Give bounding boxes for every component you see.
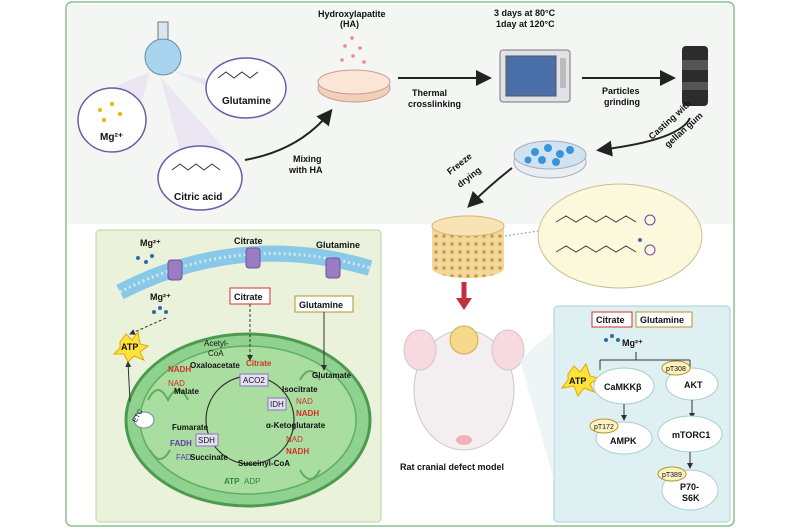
- sdh-label: SDH: [198, 436, 215, 445]
- thermal-label-1: Thermal: [412, 88, 447, 98]
- ha-dish: [317, 36, 391, 103]
- mtorc1-label: mTORC1: [672, 430, 710, 440]
- malate-label: Malate: [174, 387, 199, 396]
- scaffold: [431, 215, 505, 278]
- fadh-label: FADH: [170, 439, 192, 448]
- p70-label-2: S6K: [682, 493, 700, 503]
- sig-atp-star: [560, 362, 600, 398]
- akg-label: α-Ketoglutarate: [266, 421, 326, 430]
- sig-atp-label: ATP: [569, 376, 586, 386]
- rat: [403, 325, 525, 451]
- sig-mg-label: Mg²⁺: [622, 338, 643, 348]
- mg-label: Mg²⁺: [100, 132, 123, 143]
- pt308-label: pT308: [666, 366, 686, 373]
- flask: [144, 21, 182, 76]
- atp-star: [112, 330, 150, 363]
- citric-bubble: Citric acid: [157, 145, 243, 211]
- isocitrate-label: Isocitrate: [282, 385, 318, 394]
- nadh-label-3: NADH: [286, 447, 309, 456]
- mg-top-label: Mg²⁺: [140, 238, 161, 248]
- p70-label-1: P70-: [680, 482, 699, 492]
- oven-label-2: 1day at 120°C: [496, 19, 555, 29]
- atp-label: ATP: [121, 342, 138, 352]
- sig-glutamine-box: [635, 311, 693, 328]
- citrate-box-label: Citrate: [234, 292, 263, 302]
- idh-label: IDH: [270, 400, 284, 409]
- polymer-structure: [504, 183, 703, 289]
- mixing-arrow: [244, 108, 333, 161]
- grinding-label-2: grinding: [604, 97, 640, 107]
- pt172-label: pT172: [594, 424, 614, 431]
- oven: [499, 49, 571, 103]
- mixing-label-1: Mixing: [293, 154, 322, 164]
- ha-label-2: (HA): [340, 19, 359, 29]
- citrate-channel: [245, 247, 261, 269]
- camkk-label: CaMKKβ: [604, 382, 642, 392]
- sig-citrate-box: [591, 311, 633, 328]
- acetyl-label-2: CoA: [208, 349, 224, 358]
- atp2-label: ATP: [224, 477, 240, 486]
- citrate-red-label: Citrate: [246, 359, 272, 368]
- etc-icon: [133, 411, 155, 429]
- glutamine-bubble: Glutamine: [205, 57, 287, 119]
- grinding-label-1: Particles: [602, 86, 640, 96]
- rat-label: Rat cranial defect model: [400, 462, 504, 472]
- mg-bubble: Mg²⁺: [77, 87, 147, 153]
- glutamine-channel: [325, 257, 341, 279]
- oven-label-1: 3 days at 80°C: [494, 8, 556, 18]
- pt389-label: pT389: [662, 472, 682, 479]
- nadh-label-2: NADH: [296, 409, 319, 418]
- adp-label: ADP: [244, 477, 260, 486]
- mg-channel: [167, 259, 183, 281]
- freeze-arrow: [467, 167, 513, 208]
- glutamine-box-label: Glutamine: [299, 300, 343, 310]
- sig-glutamine-label: Glutamine: [640, 315, 684, 325]
- succinate-label: Succinate: [190, 453, 228, 462]
- aco2-label: ACO2: [243, 376, 265, 385]
- citric-label: Citric acid: [174, 192, 222, 203]
- citrate-top-label: Citrate: [234, 236, 263, 246]
- fad-label: FAD: [176, 453, 192, 462]
- nad-label-2: NAD: [296, 397, 313, 406]
- glutamate-label: Glutamate: [312, 371, 352, 380]
- glutamine-label: Glutamine: [222, 96, 271, 107]
- mixing-label-2: with HA: [288, 165, 323, 175]
- nadh-label-1: NADH: [168, 365, 191, 374]
- glutamine-top-label: Glutamine: [316, 240, 360, 250]
- succoa-label: Succinyl-CoA: [238, 459, 290, 468]
- grinder: [682, 46, 708, 106]
- ha-label-1: Hydroxylapatite: [318, 9, 386, 19]
- sig-citrate-label: Citrate: [596, 315, 625, 325]
- nad-label-3: NAD: [286, 435, 303, 444]
- gellan-dish: [513, 140, 587, 179]
- mg-inside-label: Mg²⁺: [150, 292, 171, 302]
- thermal-label-2: crosslinking: [408, 99, 461, 109]
- akt-label: AKT: [684, 380, 703, 390]
- oxaloacetate-label: Oxaloacetate: [190, 361, 240, 370]
- nad-label-1: NAD: [168, 379, 185, 388]
- ampk-label: AMPK: [610, 436, 637, 446]
- casting-arrow: [596, 117, 691, 157]
- acetyl-label-1: Acetyl-: [204, 339, 229, 348]
- fumarate-label: Fumarate: [172, 423, 209, 432]
